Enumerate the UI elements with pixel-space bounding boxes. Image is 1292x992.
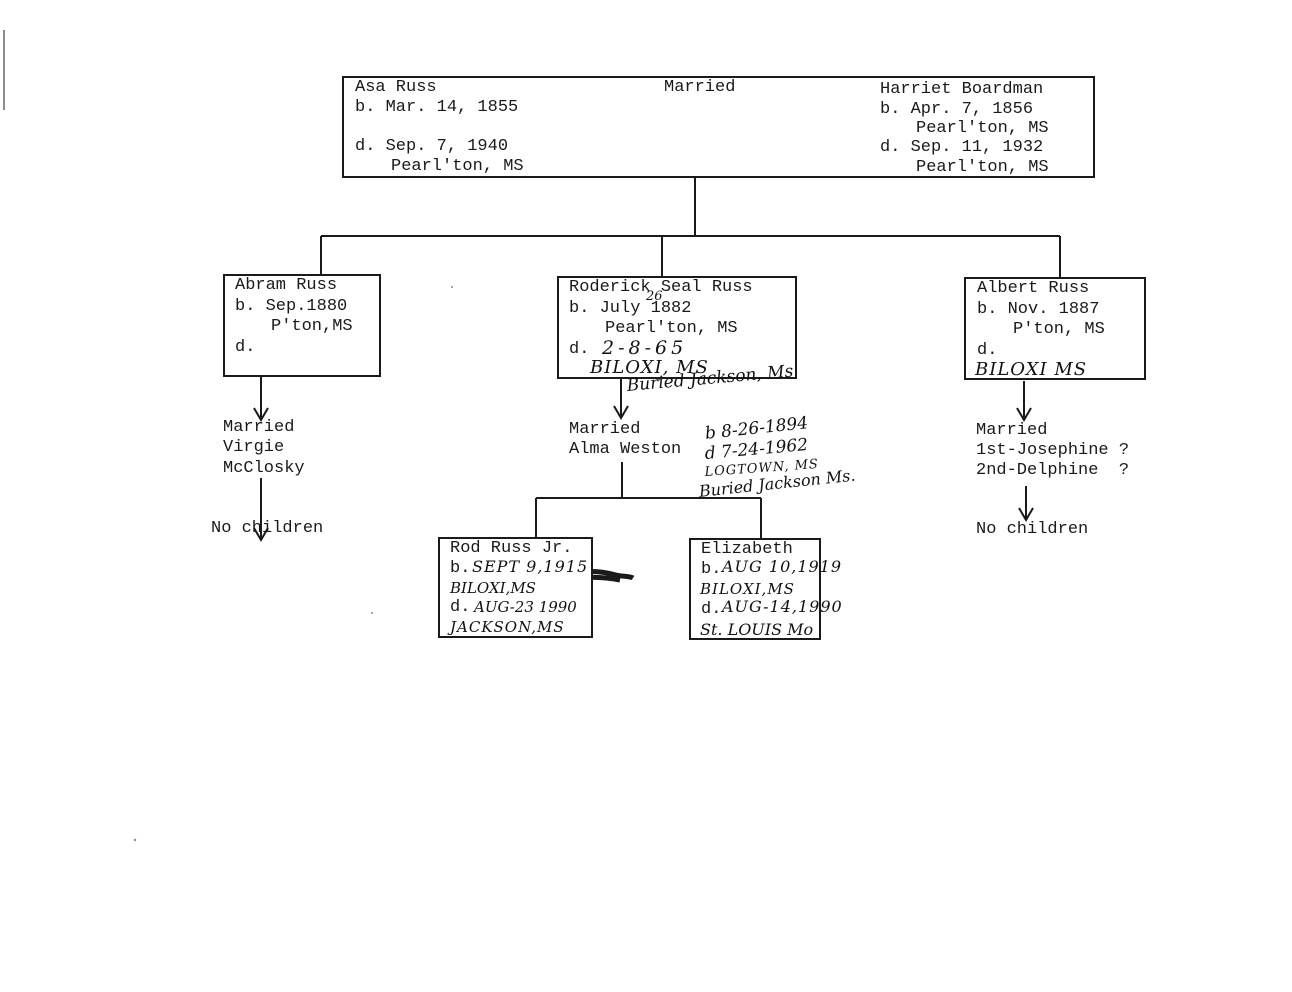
elizabeth-name: Elizabeth bbox=[701, 540, 793, 559]
roderick-birth: b. July 1882 bbox=[569, 299, 692, 318]
parents-box bbox=[342, 76, 1095, 178]
elizabeth-birth-place-handwritten: BILOXI,MS bbox=[700, 580, 795, 598]
speck bbox=[371, 612, 373, 614]
husband-name: Asa Russ bbox=[355, 78, 437, 97]
wife-name: Harriet Boardman bbox=[880, 80, 1044, 99]
roderick-death-date-handwritten: 2-8-65 bbox=[602, 337, 688, 359]
child-box-roderick bbox=[557, 276, 797, 379]
abram-spouse-first: Virgie bbox=[223, 438, 285, 457]
grandchild-box-elizabeth bbox=[689, 538, 821, 640]
elizabeth-death-place-handwritten: St. LOUIS Mo bbox=[700, 620, 814, 639]
albert-birth-place: P'ton, MS bbox=[1013, 320, 1105, 339]
abram-birth: b. Sep.1880 bbox=[235, 297, 348, 316]
roderick-married: Married bbox=[569, 420, 641, 439]
speck bbox=[133, 838, 137, 842]
roderick-death: d. bbox=[569, 340, 590, 359]
elizabeth-death-handwritten: AUG-14,1990 bbox=[722, 597, 843, 616]
abram-birth-place: P'ton,MS bbox=[271, 317, 353, 336]
rodjr-name: Rod Russ Jr. bbox=[450, 539, 573, 558]
abram-death: d. bbox=[235, 338, 256, 357]
abram-spouse-last: McClosky bbox=[223, 459, 305, 478]
roderick-birth-day-handwritten: 26 bbox=[646, 289, 663, 304]
husband-death-place: Pearl'ton, MS bbox=[391, 157, 524, 176]
abram-married: Married bbox=[223, 418, 295, 437]
abram-name: Abram Russ bbox=[235, 276, 338, 295]
albert-children-note: No children bbox=[976, 520, 1089, 539]
wife-death: d. Sep. 11, 1932 bbox=[880, 138, 1044, 157]
child-box-albert bbox=[964, 277, 1146, 380]
grandchild-box-rodjr bbox=[438, 537, 593, 638]
elizabeth-death-prefix: d. bbox=[701, 600, 722, 619]
elizabeth-birth-handwritten: AUG 10,1919 bbox=[722, 557, 843, 576]
marriage-label: Married bbox=[664, 78, 736, 97]
roderick-marriage-arrowhead bbox=[613, 405, 629, 420]
husband-birth: b. Mar. 14, 1855 bbox=[355, 98, 519, 117]
wife-birth-place: Pearl'ton, MS bbox=[916, 119, 1049, 138]
elizabeth-birth-prefix: b. bbox=[701, 560, 722, 579]
wife-birth: b. Apr. 7, 1856 bbox=[880, 100, 1034, 119]
abram-children-arrowhead bbox=[253, 527, 269, 542]
rodjr-birth-prefix: b. bbox=[450, 559, 471, 578]
abram-marriage-arrowhead bbox=[253, 407, 269, 422]
child-box-abram bbox=[223, 274, 381, 377]
rodjr-birth-place-handwritten: BILOXI,MS bbox=[450, 579, 536, 597]
rodjr-death-prefix: d. bbox=[450, 598, 471, 617]
roderick-death-place-handwritten: BILOXI, MS bbox=[590, 357, 709, 378]
albert-name: Albert Russ bbox=[977, 279, 1090, 298]
albert-spouse-second: 2nd-Delphine ? bbox=[976, 461, 1130, 480]
husband-death: d. Sep. 7, 1940 bbox=[355, 137, 509, 156]
rodjr-birth-handwritten: SEPT 9,1915 bbox=[472, 557, 589, 576]
albert-married: Married bbox=[976, 421, 1048, 440]
abram-children-note: No children bbox=[211, 519, 324, 538]
rodjr-death-handwritten: AUG-23 1990 bbox=[474, 598, 577, 616]
wife-death-place: Pearl'ton, MS bbox=[916, 158, 1049, 177]
rodjr-death-place-handwritten: JACKSON,MS bbox=[450, 618, 565, 636]
albert-death-place-handwritten: BILOXI MS bbox=[975, 359, 1088, 380]
albert-spouse-first: 1st-Josephine ? bbox=[976, 441, 1130, 460]
albert-birth: b. Nov. 1887 bbox=[977, 300, 1100, 319]
speck bbox=[451, 286, 453, 288]
albert-children-arrowhead bbox=[1018, 507, 1034, 522]
roderick-birth-place: Pearl'ton, MS bbox=[605, 319, 738, 338]
albert-death: d. bbox=[977, 341, 998, 360]
albert-marriage-arrowhead bbox=[1016, 407, 1032, 422]
roderick-name: Roderick Seal Russ bbox=[569, 278, 753, 297]
roderick-spouse-name: Alma Weston bbox=[569, 440, 682, 459]
